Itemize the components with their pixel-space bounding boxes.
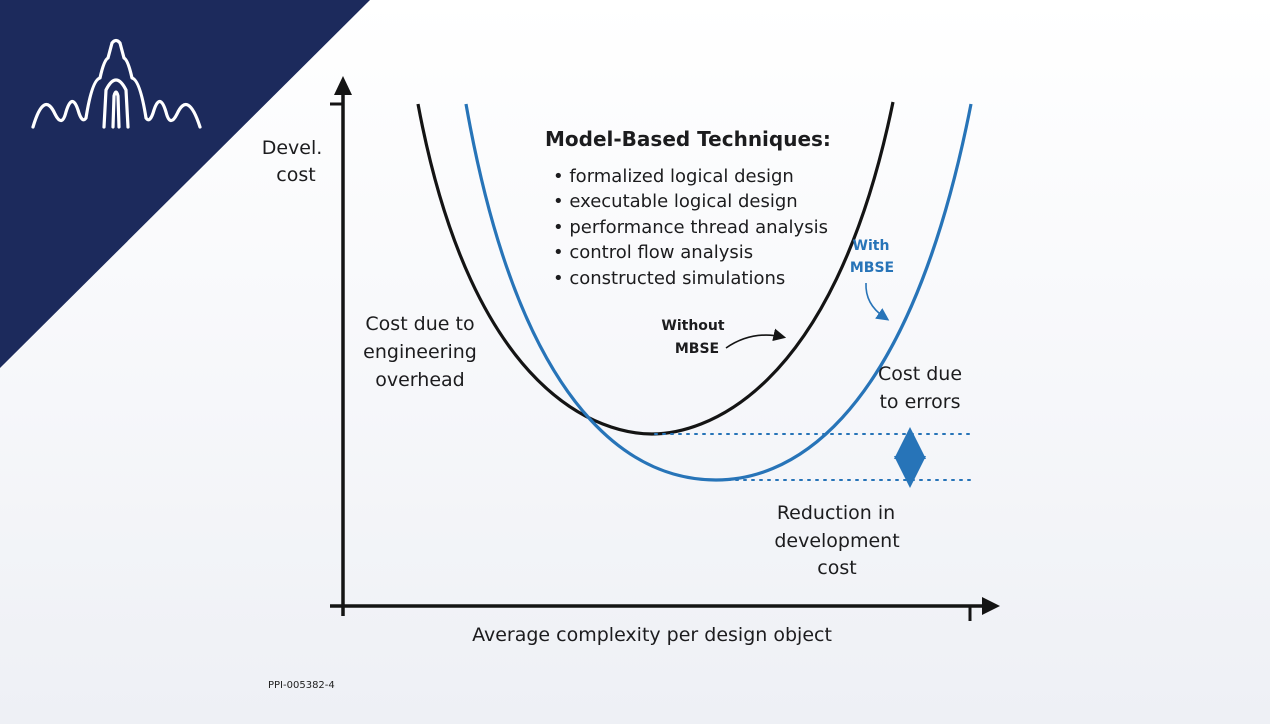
without-mbse-label-line-1: Without [661,318,724,334]
with-mbse-pointer-arrow [865,282,890,321]
y-axis-arrowhead [334,76,352,95]
reduction-label-line-2: development [774,530,899,552]
y-axis-label-line-2: cost [276,164,315,186]
technique-item-2: • executable logical design [553,191,798,212]
technique-item-5: • constructed simulations [553,268,785,289]
technique-item-3: • performance thread analysis [553,217,828,238]
overhead-label-line-1: Cost due to [365,313,474,335]
y-axis-label-line-1: Devel. [262,137,323,159]
x-axis-arrowhead [982,597,1000,615]
with-mbse-label-line-1: With [853,238,890,254]
without-mbse-pointer-arrow [725,328,787,349]
with-mbse-label-line-2: MBSE [850,260,894,276]
overhead-label-line-3: overhead [375,369,464,391]
without-mbse-label-line-2: MBSE [675,341,719,357]
chart-axes [330,76,1000,621]
overhead-label-line-2: engineering [363,341,477,363]
x-axis-label: Average complexity per design object [472,624,832,646]
reduction-label-line-3: cost [817,557,856,579]
figure-code: PPI-005382-4 [268,680,335,691]
errors-label-line-1: Cost due [878,363,962,385]
without-mbse-curve [416,101,895,436]
technique-item-1: • formalized logical design [553,166,794,187]
waveform-logo-icon [31,38,202,129]
technique-item-4: • control flow analysis [553,242,753,263]
corner-banner [0,0,370,368]
with-mbse-curve [464,103,973,482]
techniques-title: Model-Based Techniques: [545,127,831,151]
errors-label-line-2: to errors [879,391,960,413]
reduction-label-line-1: Reduction in [777,502,895,524]
